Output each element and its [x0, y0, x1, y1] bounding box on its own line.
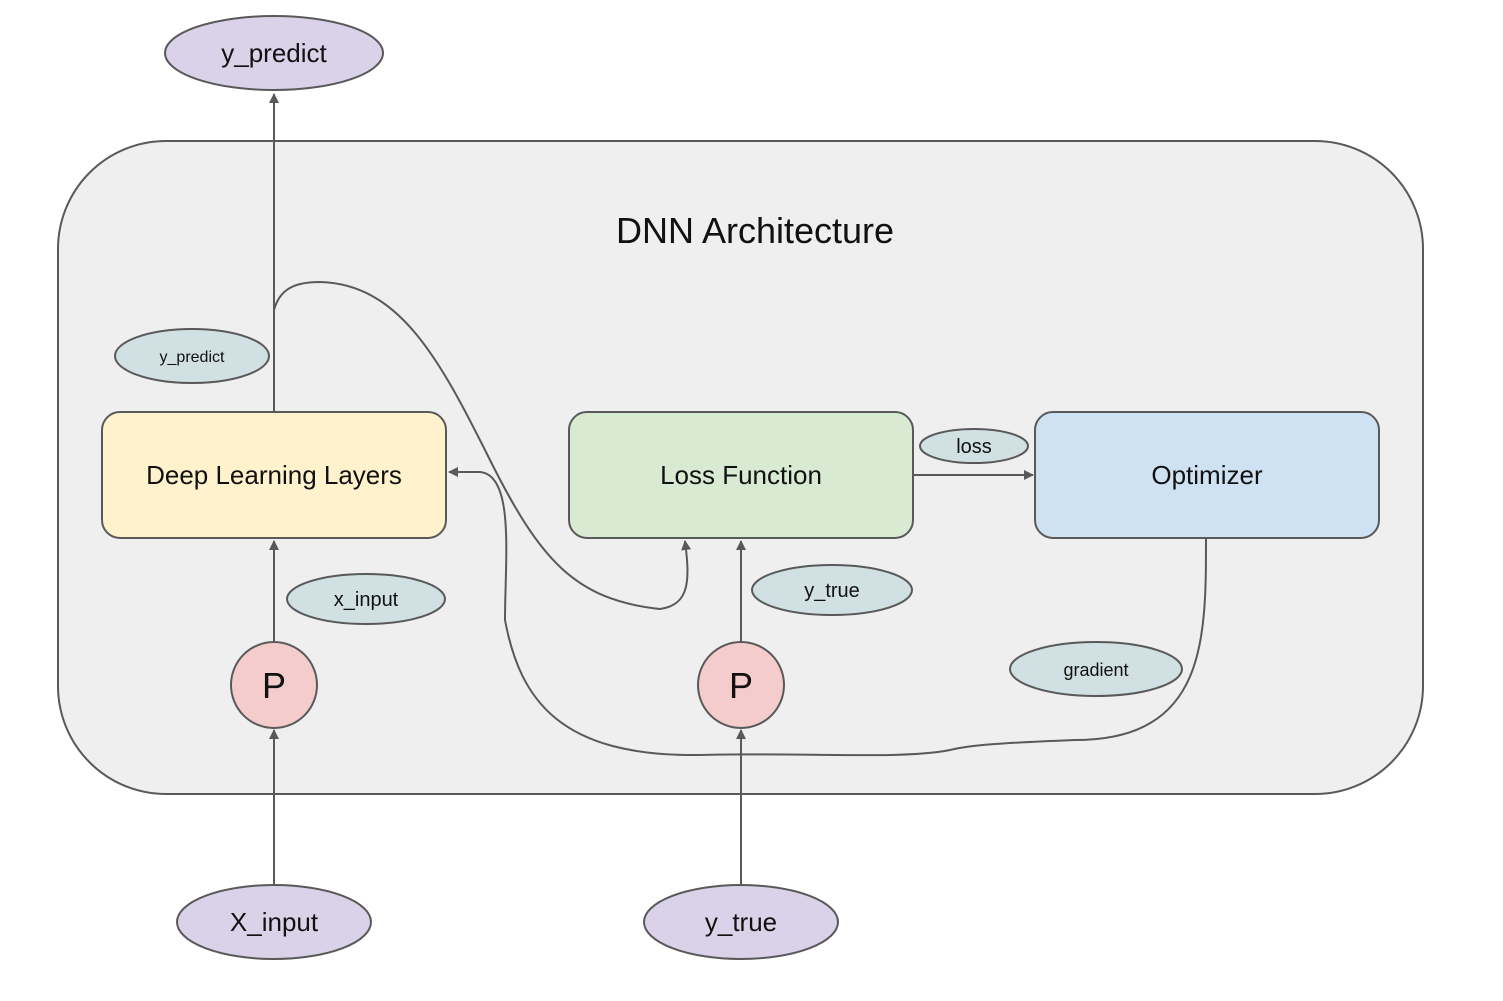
placeholder-x-node [230, 641, 318, 729]
edge-label-gradient: gradient [1063, 660, 1128, 680]
loss-function-node [568, 411, 914, 539]
x-input-label: X_input [230, 907, 319, 937]
edge-label-x-input: x_input [334, 589, 399, 611]
optimizer-label: Optimizer [1151, 460, 1263, 490]
y-true-input-label: y_true [705, 907, 777, 937]
edge-label-gradient-bubble [1009, 641, 1183, 697]
diagram-title: DNN Architecture [616, 210, 894, 251]
edge-label-x-input-bubble [286, 573, 446, 625]
edge-label-y-predict: y_predict [160, 349, 225, 366]
deep-learning-layers-node [101, 411, 447, 539]
loss-function-label: Loss Function [660, 460, 822, 490]
edge-label-y-true-bubble [751, 564, 913, 616]
x-input-node [176, 884, 372, 960]
edge-y-predict-to-loss [273, 280, 692, 611]
placeholder-y-label: P [729, 665, 753, 706]
edge-label-y-true: y_true [804, 580, 860, 602]
edge-label-loss-bubble [919, 428, 1029, 464]
edge-label-y-predict-bubble [114, 328, 270, 384]
y-predict-output-label: y_predict [221, 38, 327, 68]
deep-learning-layers-label: Deep Learning Layers [146, 460, 402, 490]
optimizer-node [1034, 411, 1380, 539]
placeholder-y-node [697, 641, 785, 729]
edge-gradient-to-layers [448, 467, 1207, 757]
y-true-input-node [643, 884, 839, 960]
placeholder-x-label: P [262, 665, 286, 706]
y-predict-output-node [164, 15, 384, 91]
edge-label-loss: loss [956, 436, 992, 458]
